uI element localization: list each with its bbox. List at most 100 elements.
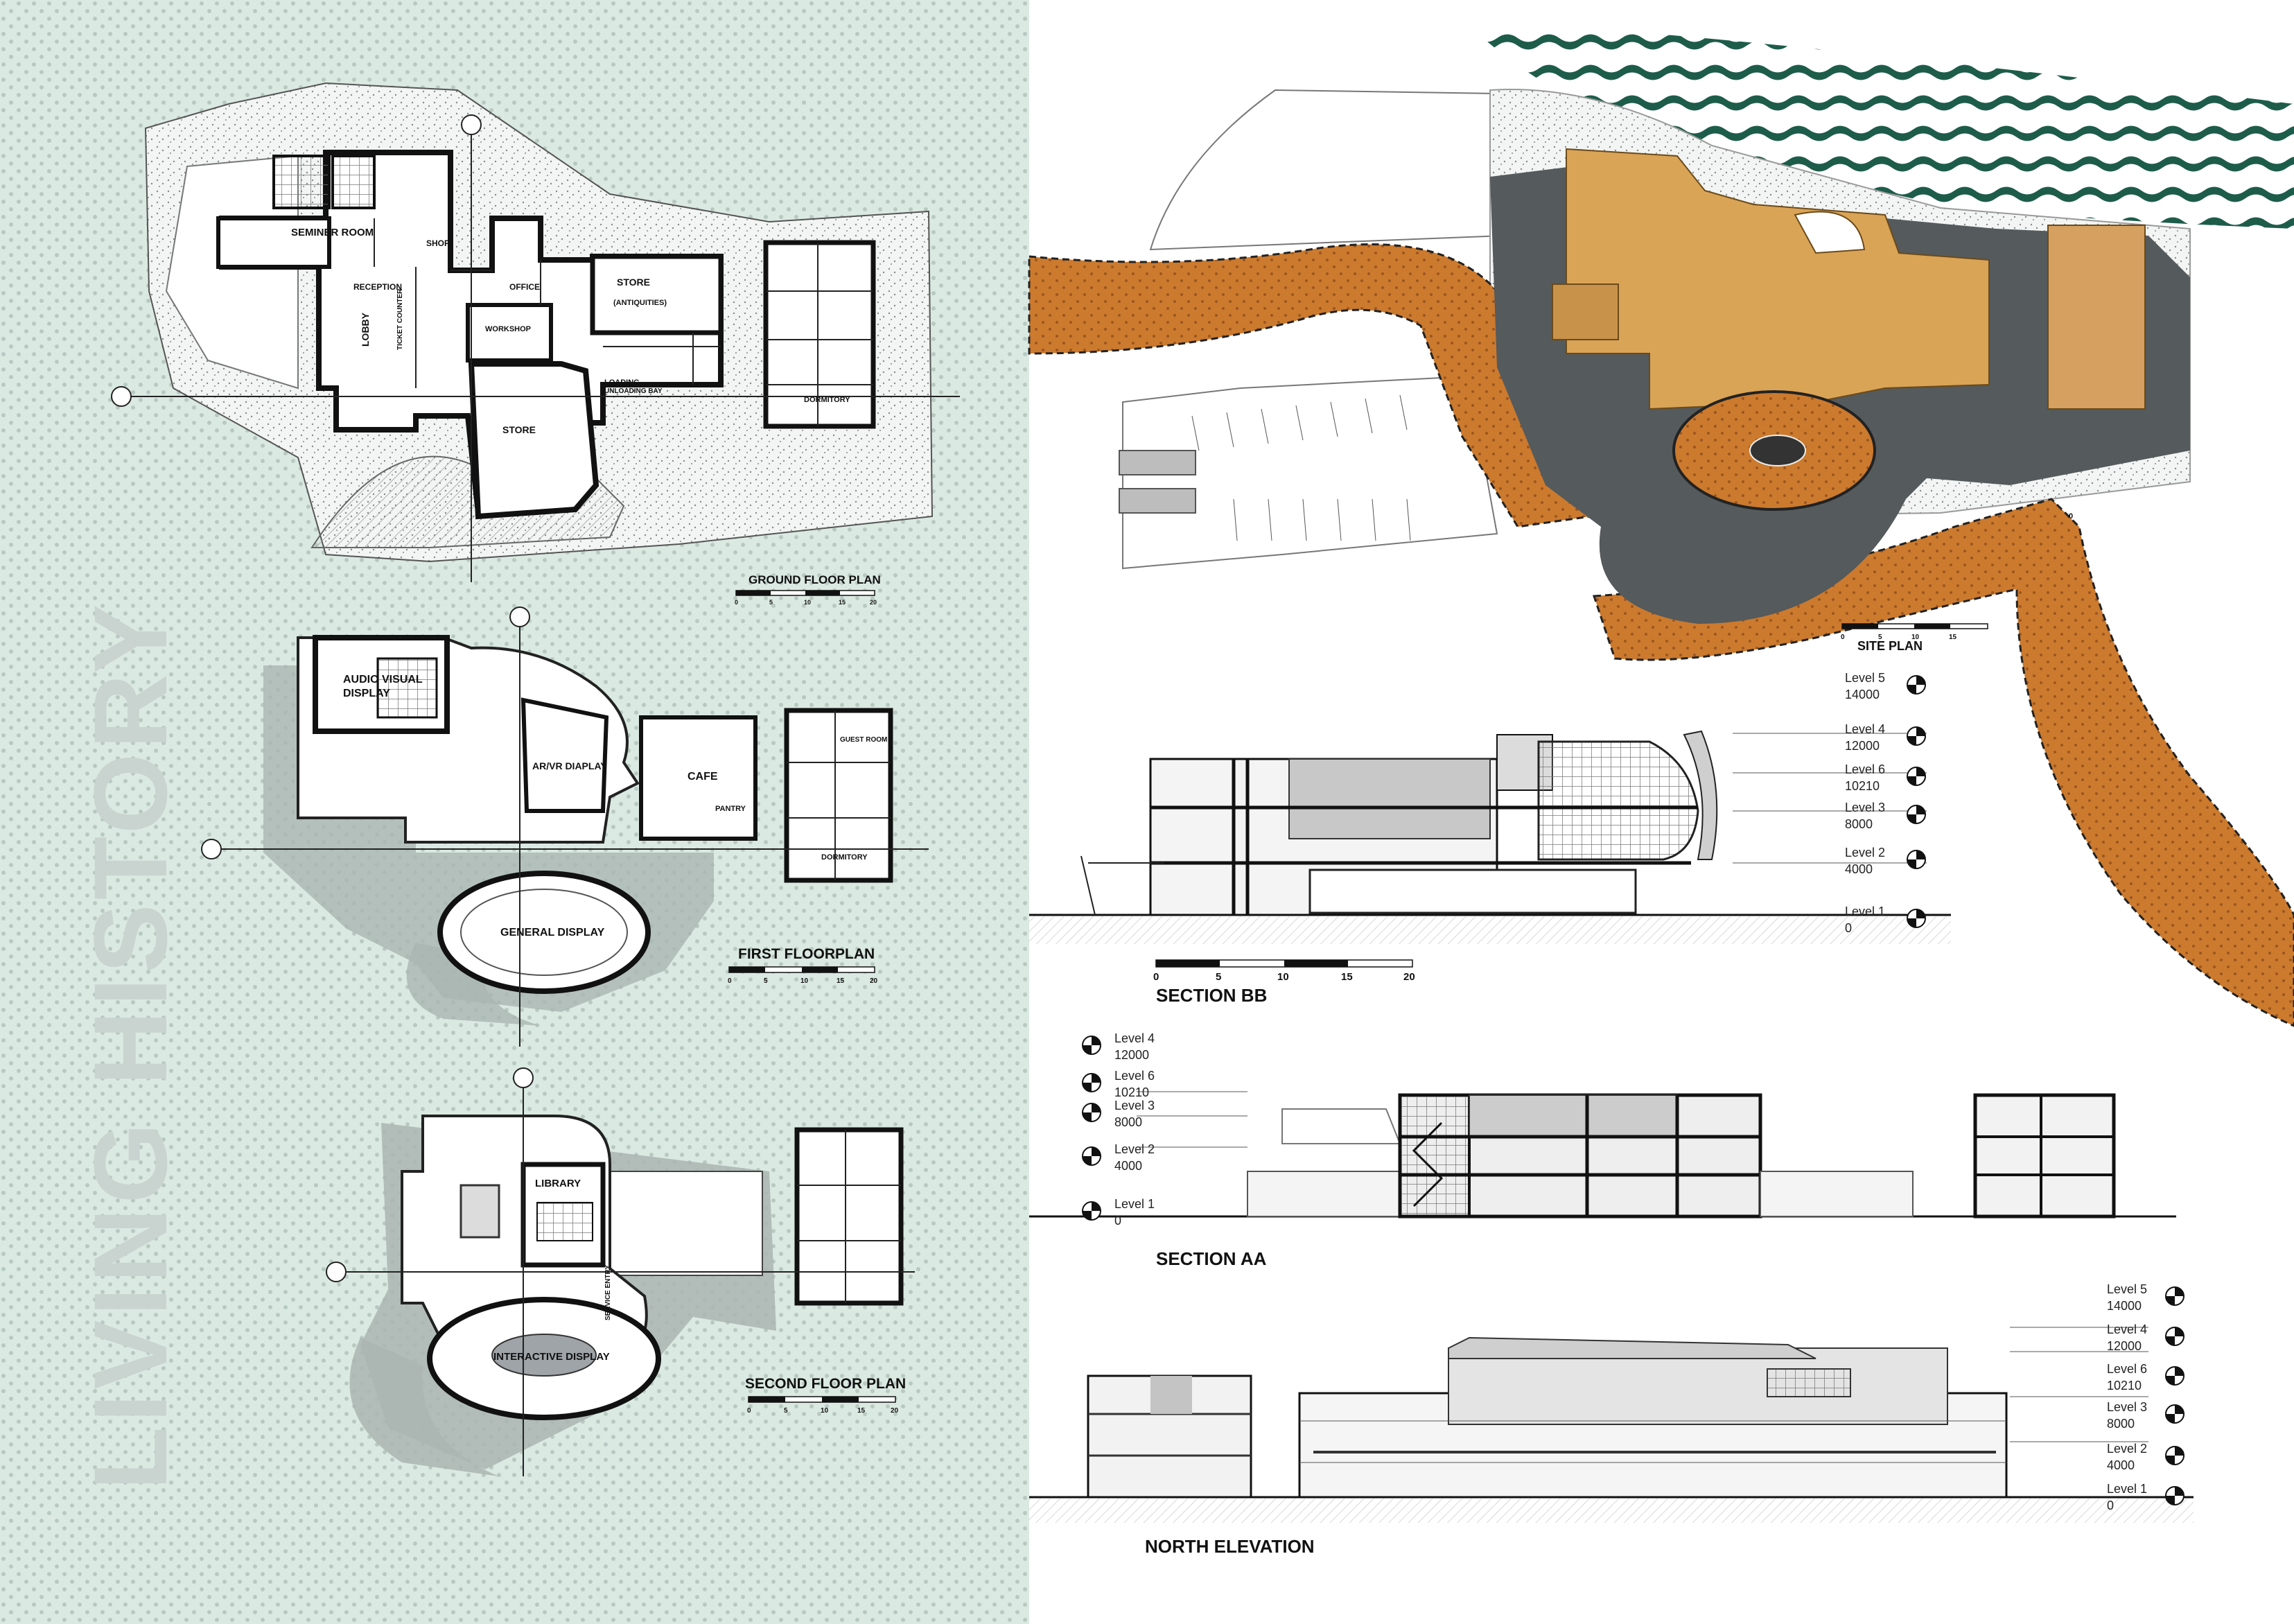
section-aa-floor-slabs — [1400, 1095, 1760, 1216]
first-floor-grid-bubble-h — [201, 839, 222, 859]
ground-room-unloading: UNLOADING BAY — [604, 387, 663, 395]
level-value: 4000 — [2107, 1458, 2135, 1472]
first-room-general-display: GENERAL DISPLAY — [500, 927, 605, 938]
site-building-tan-roof — [1566, 148, 1990, 410]
north-elevation-level-marker: Level 2 4000 — [2107, 1442, 2184, 1472]
level-name: Level 5 — [2107, 1282, 2147, 1296]
level-name: Level 2 — [1845, 846, 1885, 859]
svg-text:20: 20 — [1403, 971, 1415, 983]
section-bb-title: SECTION BB — [1156, 985, 1267, 1006]
ground-floor-dormitory-partitions — [766, 243, 873, 426]
level-value: 0 — [1114, 1214, 1121, 1228]
first-floor-dormitory-block — [784, 708, 893, 883]
ground-room-loading: LOADING — [604, 378, 640, 387]
first-floor-scale-bar: 0 5 10 15 20 — [728, 966, 878, 985]
svg-text:10: 10 — [1277, 971, 1289, 983]
level-value: 10210 — [1845, 779, 1880, 793]
level-value: 10210 — [1114, 1085, 1149, 1099]
svg-text:0: 0 — [1153, 971, 1159, 983]
ground-floor-antiquities-store — [590, 254, 724, 335]
ground-floor-plan: SEMINER ROOM SHOP RECEPTION LOBBY TICKET… — [111, 82, 960, 606]
ground-room-antiquities: (ANTIQUITIES) — [613, 299, 667, 307]
svg-text:20: 20 — [891, 1407, 899, 1415]
section-bb: 0 5 10 15 20 SECTION BB — [1029, 730, 1951, 1006]
first-room-arvr: AR/VR DIAPLAY — [532, 760, 607, 771]
north-elevation-level-marker: Level 10 — [2107, 1482, 2184, 1512]
level-name: Level 1 — [1114, 1197, 1155, 1211]
level-value: 0 — [2107, 1499, 2114, 1512]
section-bb-ground — [1029, 916, 1951, 944]
ground-room-store-antiquities: STORE — [617, 277, 650, 288]
first-floor-grid-bubble-v — [509, 606, 530, 627]
ground-room-workshop: WORKSHOP — [485, 325, 531, 333]
svg-text:10: 10 — [821, 1407, 829, 1415]
second-floor-scale-bar: 0 5 10 15 20 — [747, 1396, 899, 1415]
ground-room-store: STORE — [502, 424, 536, 435]
level-value: 8000 — [2107, 1417, 2135, 1431]
level-name: Level 3 — [2107, 1400, 2147, 1414]
ground-room-reception: RECEPTION — [353, 282, 402, 292]
section-aa-right-wing — [1760, 1171, 1914, 1217]
svg-text:5: 5 — [1878, 634, 1882, 641]
level-name: Level 2 — [2107, 1442, 2147, 1456]
first-floor-general-display-inner — [460, 889, 628, 976]
site-parking-stalls — [1119, 394, 1411, 541]
first-room-guest-room: GUEST ROOM — [840, 736, 887, 744]
site-building-skylight — [1749, 435, 1806, 466]
north-elevation-roof-canopy — [1448, 1336, 1816, 1359]
second-floor-library-stacks — [536, 1202, 593, 1241]
level-value: 8000 — [1114, 1115, 1142, 1129]
second-floor-dormitory-partitions — [797, 1130, 901, 1303]
north-elevation-level-marker: Level 3 8000 — [2107, 1400, 2184, 1431]
section-bb-level-lines — [1733, 733, 1927, 864]
ground-floor-plan-title: GROUND FLOOR PLAN — [748, 573, 881, 586]
site-plan-skylight-arc — [1794, 211, 1866, 254]
first-floor-arvr-room — [520, 697, 609, 813]
ground-room-dormitory: DORMITORY — [804, 396, 850, 404]
second-floor-dormitory-block — [794, 1127, 904, 1306]
ground-floor-seating-block-1 — [272, 155, 331, 209]
first-floor-shadow-curve — [406, 943, 541, 1026]
svg-text:5: 5 — [769, 599, 773, 606]
first-floor-av-seating — [376, 657, 438, 719]
first-room-audio-visual: AUDIO VISUAL — [343, 674, 423, 686]
svg-text:10: 10 — [800, 977, 809, 985]
section-bb-grey-volume — [1288, 758, 1491, 839]
site-parking-lot — [1122, 376, 1498, 570]
section-aa-upper-band — [1469, 1094, 1678, 1137]
ground-floor-seating-block-2 — [331, 155, 376, 209]
second-floor-plan: LIBRARY SERVICE ENTRY INTERACTIVE DISPLA… — [326, 1067, 915, 1476]
first-floor-plan: AUDIO VISUAL DISPLAY AR/VR DIAPLAY CAFE … — [201, 606, 929, 1047]
svg-text:0: 0 — [735, 599, 738, 606]
svg-text:15: 15 — [837, 977, 845, 985]
second-floor-void — [459, 1184, 500, 1239]
level-name: Level 6 — [1845, 762, 1885, 776]
section-aa-detached-block — [1973, 1093, 2116, 1219]
second-floor-shadow-curve — [349, 1338, 499, 1476]
north-elevation-title: NORTH ELEVATION — [1145, 1536, 1315, 1557]
level-value: 14000 — [1845, 688, 1880, 701]
ground-floor-store — [468, 361, 599, 520]
ground-floor-dormitory-block — [763, 240, 876, 429]
svg-text:20: 20 — [870, 599, 877, 606]
level-value: 4000 — [1114, 1159, 1142, 1173]
section-aa-glass-box — [1399, 1094, 1471, 1218]
north-elevation: NORTH ELEVATION — [1029, 1327, 2194, 1557]
section-aa-title: SECTION AA — [1156, 1248, 1267, 1269]
north-elevation-left-shade — [1150, 1376, 1192, 1414]
site-path-north — [1028, 243, 1617, 528]
second-floor-plan-title: SECOND FLOOR PLAN — [745, 1376, 906, 1392]
section-bb-glass-dome — [1537, 740, 1699, 861]
level-name: Level 5 — [1845, 671, 1885, 685]
section-aa-roof-curve — [1281, 1108, 1401, 1144]
ground-floor-scale-bar: 0 5 10 15 20 — [735, 590, 877, 606]
second-room-service-entry: SERVICE ENTRY — [604, 1265, 612, 1320]
svg-text:15: 15 — [1341, 971, 1353, 983]
